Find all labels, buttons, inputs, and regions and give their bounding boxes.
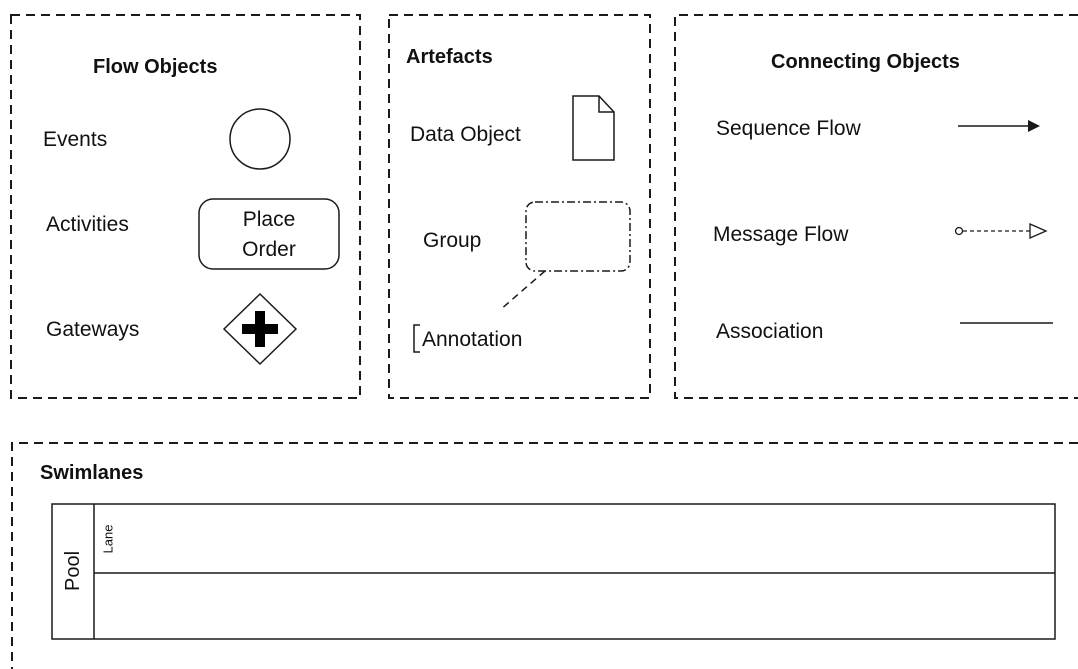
annotation-label: Annotation xyxy=(422,328,523,351)
activity-task-label-line2: Order xyxy=(242,238,296,261)
pool-label: Pool xyxy=(62,550,84,592)
message-flow-label: Message Flow xyxy=(713,223,849,246)
flow-objects-title: Flow Objects xyxy=(93,56,218,78)
gateways-label: Gateways xyxy=(46,318,140,341)
sequence-flow-arrow-icon xyxy=(958,120,1040,132)
pool-shape xyxy=(51,503,1056,640)
artefacts-title: Artefacts xyxy=(406,46,493,68)
events-label: Events xyxy=(43,128,108,151)
swimlanes-title: Swimlanes xyxy=(40,462,144,484)
annotation-bracket-icon xyxy=(413,324,420,353)
sequence-flow-label: Sequence Flow xyxy=(716,117,861,140)
group-dashdot-shape xyxy=(525,201,631,272)
activity-task-label-line1: Place xyxy=(242,208,296,231)
artefacts-panel xyxy=(388,14,651,399)
swimlanes-panel xyxy=(11,442,1078,669)
data-object-icon xyxy=(572,95,615,161)
event-circle-icon xyxy=(229,108,291,170)
connecting-objects-panel xyxy=(674,14,1078,399)
lane-label: Lane xyxy=(100,524,116,554)
data-object-label: Data Object xyxy=(410,123,521,146)
gateway-parallel-icon xyxy=(222,292,298,366)
activity-task-shape xyxy=(198,198,340,270)
flow-objects-panel xyxy=(10,14,361,399)
association-label: Association xyxy=(716,320,824,343)
connecting-objects-title: Connecting Objects xyxy=(771,51,960,73)
annotation-association-line xyxy=(499,270,546,311)
message-flow-arrow-icon xyxy=(954,223,1048,239)
group-label: Group xyxy=(423,229,482,252)
activities-label: Activities xyxy=(46,213,129,236)
